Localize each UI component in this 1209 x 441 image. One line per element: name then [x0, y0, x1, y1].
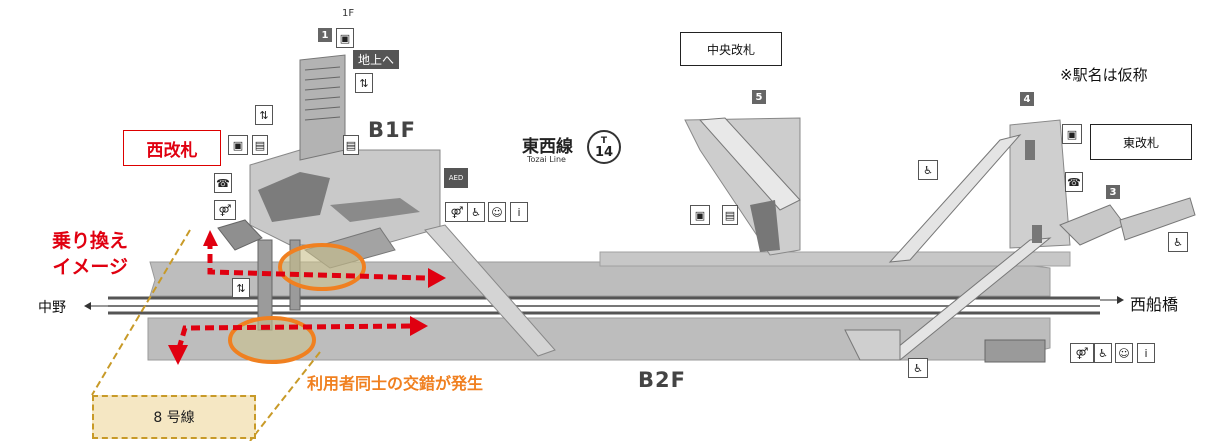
wheelchair-icon: ♿	[1168, 232, 1188, 252]
line8-box: 8 号線	[92, 395, 256, 439]
wheelchair-icon: ♿	[467, 202, 485, 222]
exit-4-badge: 4	[1020, 92, 1034, 106]
ticket-machine-icon: ▣	[336, 28, 354, 48]
east-lower-stairs	[844, 329, 901, 361]
info-icon: i	[1137, 343, 1155, 363]
elevator-icon: ⇅	[355, 73, 373, 93]
wheelchair-icon: ♿	[908, 358, 928, 378]
ticket-machine-icon: ▣	[228, 135, 248, 155]
restroom-icon: ⚤	[445, 202, 469, 222]
station-number-badge: T 14	[587, 130, 621, 164]
restroom-icon: ⚤	[1070, 343, 1094, 363]
tozai-line-name-en: Tozai Line	[527, 155, 566, 164]
west-stair-to-b2f	[424, 224, 556, 357]
tozai-line-name: 東西線	[522, 137, 573, 157]
platform-raised-strip	[599, 251, 1071, 267]
central-gate-block	[750, 200, 780, 252]
baby-icon: ☺	[1115, 343, 1133, 363]
arrow-head-right-upper	[428, 268, 446, 288]
floor-label-b2f: B2F	[638, 368, 686, 392]
crossing-highlight-lower	[228, 316, 316, 364]
arrow-head-down	[168, 345, 188, 365]
central-escalator	[698, 117, 801, 211]
wheelchair-icon: ♿	[918, 160, 938, 180]
east-gate-block	[1025, 140, 1035, 160]
aed-icon: AED	[444, 168, 468, 188]
east-gate-block-2	[1032, 225, 1042, 243]
fare-adjust-icon: ▤	[252, 135, 268, 155]
station-name-note: ※駅名は仮称	[1060, 66, 1148, 84]
arrow-head-up	[203, 230, 218, 246]
transfer-image-label: 乗り換え イメージ	[52, 230, 129, 278]
line8-projection	[91, 229, 321, 441]
phone-icon: ☎	[214, 173, 232, 193]
exit-5-badge: 5	[752, 90, 766, 104]
floor-label-1f: 1F	[342, 8, 355, 19]
east-b2-room	[984, 339, 1046, 363]
b1f-west-gate-area	[258, 172, 330, 222]
b1f-west-concourse-dark	[330, 198, 420, 222]
to-ground-label: 地上へ	[353, 50, 400, 69]
left-stair	[217, 219, 263, 251]
crossing-warning-label: 利用者同士の交錯が発生	[307, 374, 484, 393]
west-direction-label: 中野	[38, 300, 66, 316]
east-stair-3-ramp	[1119, 197, 1196, 241]
station-code-number: 14	[594, 145, 614, 160]
east-direction-label: 西船橋	[1130, 295, 1179, 314]
arrow-head-right-lower	[410, 316, 428, 336]
info-icon: i	[510, 202, 528, 222]
transfer-arrows	[175, 240, 426, 353]
ticket-machine-icon: ▣	[1062, 124, 1082, 144]
crossing-highlight-upper	[278, 243, 366, 291]
exit-1-badge: 1	[318, 28, 332, 42]
baby-icon: ☺	[488, 202, 506, 222]
elevator-icon: ⇅	[232, 278, 250, 298]
fare-adjust-icon: ▤	[722, 205, 738, 225]
elevator-icon: ⇅	[255, 105, 273, 125]
exit-3-badge: 3	[1106, 185, 1120, 199]
fare-adjust-icon: ▤	[343, 135, 359, 155]
station-code-letter: T	[600, 136, 608, 146]
east-gate-label: 東改札	[1090, 124, 1192, 160]
phone-icon: ☎	[1065, 172, 1083, 192]
central-gate-label: 中央改札	[680, 32, 782, 66]
ticket-machine-icon: ▣	[690, 205, 710, 225]
wheelchair-icon: ♿	[1094, 343, 1112, 363]
west-gate-label: 西改札	[123, 130, 221, 166]
floor-label-b1f: B1F	[368, 118, 416, 142]
restroom-icon: ⚤	[214, 200, 236, 220]
east-escalator-main	[888, 134, 1022, 263]
